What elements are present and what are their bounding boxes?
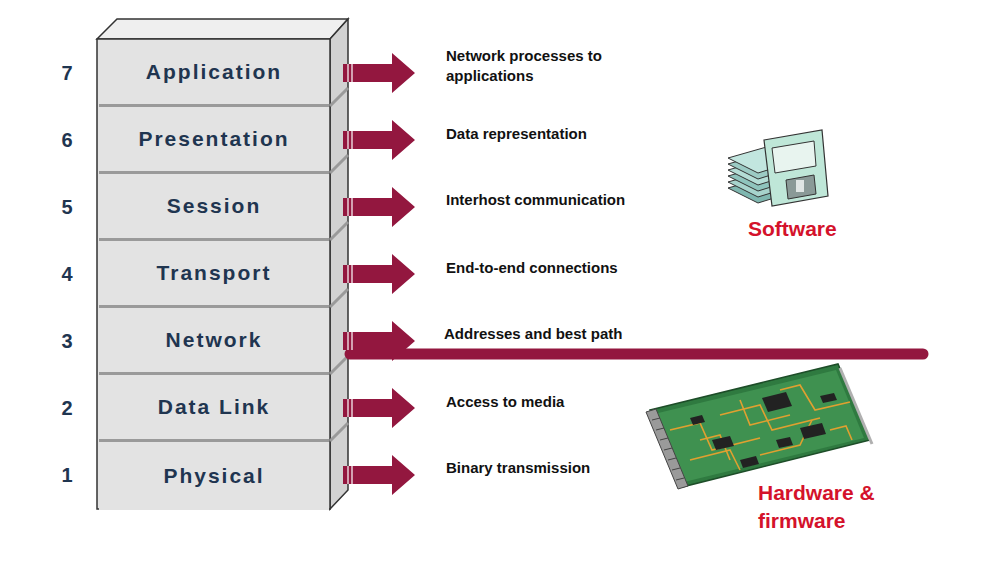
arrow-stripe [347, 198, 348, 216]
divider-bar [350, 349, 923, 360]
layer-function: End-to-end connections [446, 258, 618, 278]
osi-layer-box: Session [99, 174, 329, 241]
layer-number: 1 [52, 464, 82, 487]
arrow-stripe [347, 64, 348, 82]
layer-name: Application [146, 60, 282, 84]
layer-name: Presentation [138, 127, 289, 151]
layer-function: Binary transmission [446, 458, 590, 478]
stack-front-outline [97, 39, 330, 509]
arrow-stripe [347, 466, 348, 484]
layer-function: Network processes to applications [446, 46, 651, 86]
block-arrow [343, 120, 415, 160]
block-arrow [343, 53, 415, 93]
layer-function: Interhost communication [446, 190, 625, 210]
layer-number: 2 [52, 397, 82, 420]
osi-layer-box: Presentation [99, 107, 329, 174]
arrows [343, 53, 415, 495]
arrow-stripe [351, 64, 352, 82]
arrow-stripe [347, 399, 348, 417]
block-arrow [343, 187, 415, 227]
arrow-stripe [351, 198, 352, 216]
osi-layer-box: Physical [99, 442, 329, 510]
layer-number: 3 [52, 330, 82, 353]
layer-name: Data Link [158, 395, 271, 419]
block-arrow [343, 455, 415, 495]
arrow-stripe [351, 332, 352, 350]
circuit-board [646, 364, 872, 489]
layer-function: Addresses and best path [444, 324, 622, 344]
layer-name: Network [166, 328, 263, 352]
layer-number: 5 [52, 196, 82, 219]
osi-layer-box: Data Link [99, 375, 329, 442]
layer-number: 4 [52, 263, 82, 286]
layer-name: Session [167, 194, 262, 218]
stack-side-face [330, 19, 348, 509]
arrow-stripe [347, 131, 348, 149]
block-arrow [343, 254, 415, 294]
category-label: Hardware & firmware [758, 479, 908, 535]
osi-layer-box: Transport [99, 241, 329, 308]
osi-layer-box: Application [99, 40, 329, 107]
arrow-stripe [347, 265, 348, 283]
stack-top-face [97, 19, 348, 39]
block-arrow [343, 388, 415, 428]
block-arrow [343, 321, 415, 361]
software-icon [728, 130, 828, 206]
layer-name: Transport [157, 261, 272, 285]
layer-number: 7 [52, 62, 82, 85]
layer-function: Access to media [446, 392, 564, 412]
layer-function: Data representation [446, 124, 587, 144]
layer-name: Physical [163, 464, 264, 488]
arrow-stripe [351, 265, 352, 283]
osi-layer-box: Network [99, 308, 329, 375]
arrow-stripe [351, 399, 352, 417]
arrow-stripe [347, 332, 348, 350]
arrow-stripe [351, 466, 352, 484]
arrow-stripe [351, 131, 352, 149]
category-label: Software [748, 215, 837, 243]
layer-number: 6 [52, 129, 82, 152]
